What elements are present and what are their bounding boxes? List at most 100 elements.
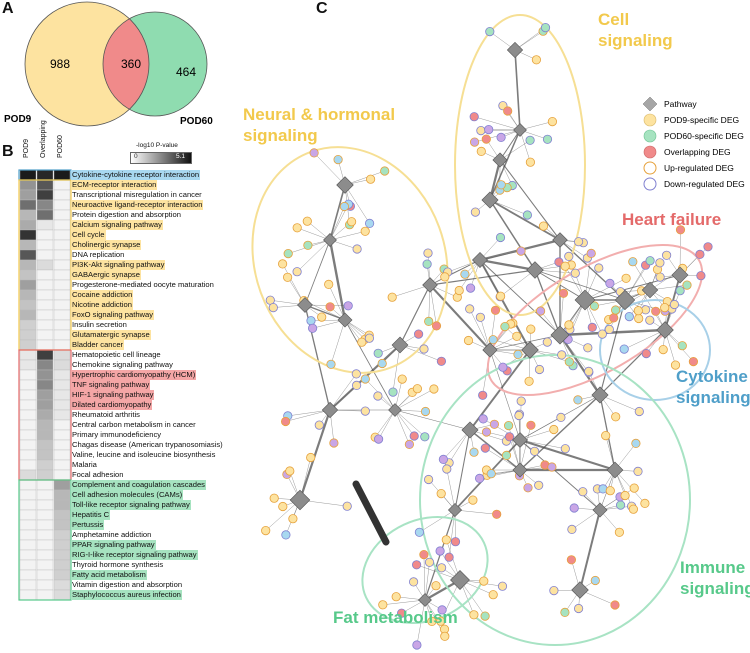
heatmap-row-label: Calcium signaling pathway <box>71 220 163 230</box>
heatmap-cell <box>36 199 54 211</box>
gene-node <box>566 555 577 565</box>
heatmap-row-label: Cell adhesion molecules (CAMs) <box>71 490 184 500</box>
gene-node <box>391 592 401 602</box>
gene-node <box>419 549 429 560</box>
heatmap-cell <box>19 409 37 421</box>
heatmap-row-label: Malaria <box>72 460 97 469</box>
gene-node <box>590 575 600 586</box>
heatmap-cell <box>19 319 37 331</box>
heatmap-cell <box>19 429 37 441</box>
gene-node <box>522 210 533 220</box>
heatmap-cell <box>36 529 54 541</box>
heatmap-cell <box>36 279 54 291</box>
heatmap-cell <box>53 229 71 241</box>
heatmap-cell <box>19 219 37 231</box>
network-edge <box>429 284 491 351</box>
heatmap-cell <box>36 209 54 221</box>
gene-node <box>357 337 367 347</box>
gene-node <box>278 501 288 512</box>
gene-node <box>333 155 343 165</box>
network-edge <box>474 116 521 131</box>
gene-node <box>302 216 312 226</box>
cluster-label-immune-1: Immune <box>680 558 745 577</box>
gene-node <box>488 590 498 600</box>
heatmap-row-label: Valine, leucine and isoleucine biosynthe… <box>72 450 216 459</box>
network-edge <box>579 509 601 591</box>
gene-node <box>628 504 639 514</box>
pathway-network: Cell signaling Neural & hormonal signali… <box>243 10 750 650</box>
gene-node <box>373 391 383 401</box>
pathway-node <box>391 336 409 354</box>
gene-node <box>441 535 451 545</box>
thick-edge <box>352 480 390 546</box>
network-edge <box>329 385 357 411</box>
gene-node <box>480 611 490 621</box>
gene-node <box>660 302 670 313</box>
pathway-node <box>526 261 544 279</box>
gene-node <box>488 335 498 345</box>
legend-pathway-icon <box>642 96 658 112</box>
heatmap-cell <box>19 439 37 451</box>
heatmap-cell <box>36 219 54 231</box>
gene-node <box>610 305 621 315</box>
gene-node <box>281 530 291 540</box>
heatmap-cell <box>36 269 54 281</box>
network-edge <box>344 319 396 411</box>
network-edge <box>344 170 385 186</box>
pathway-node <box>641 281 659 299</box>
heatmap-cell <box>53 239 71 251</box>
gene-node <box>628 257 638 267</box>
heatmap-cell <box>36 549 54 561</box>
pathway-node <box>671 266 689 284</box>
pathway-node <box>337 312 353 328</box>
network-edge <box>584 278 627 301</box>
gene-node <box>490 305 501 315</box>
cluster-label-cell-signaling-1: Cell <box>598 10 629 29</box>
network-edge <box>599 394 640 412</box>
pathway-node <box>606 461 624 479</box>
gene-node <box>326 359 336 369</box>
network-edge <box>382 599 426 606</box>
gene-node <box>529 446 540 456</box>
gene-node <box>611 412 621 422</box>
heatmap-cell <box>36 369 54 381</box>
heatmap-cell <box>19 529 37 541</box>
heatmap-cell <box>36 479 54 491</box>
heatmap-cell <box>36 569 54 581</box>
gene-node <box>360 226 370 236</box>
gene-node <box>614 527 625 537</box>
legend-down-label: Down-regulated DEG <box>664 179 745 189</box>
pathway-node <box>513 123 527 137</box>
gene-node <box>513 349 523 359</box>
gene-node <box>486 469 496 479</box>
network-edge <box>469 308 491 351</box>
heatmap-cell <box>53 479 71 491</box>
gene-node <box>641 348 651 359</box>
gene-node <box>578 487 588 497</box>
gene-node <box>516 396 526 406</box>
network-edge <box>519 439 616 471</box>
cluster-label-heart-failure: Heart failure <box>622 210 721 229</box>
gene-node <box>285 466 295 476</box>
gene-node <box>621 273 631 283</box>
heatmap-row-label: Fatty acid metabolism <box>71 570 147 580</box>
gene-node <box>645 315 655 325</box>
heatmap-row-label: DNA replication <box>72 250 125 259</box>
cluster-label-neural-1: Neural & hormonal <box>243 105 395 124</box>
gene-node <box>373 348 383 358</box>
heatmap-row-label: Primary immunodeficiency <box>72 430 162 439</box>
heatmap-row-label: GABAergic synapse <box>71 270 141 280</box>
gene-node <box>470 207 480 217</box>
gene-node <box>469 137 480 147</box>
heatmap-cell <box>19 199 37 211</box>
gene-node <box>495 291 506 301</box>
gene-node <box>465 304 475 314</box>
network-edge <box>485 447 521 471</box>
gene-node <box>342 501 352 511</box>
pathway-node <box>552 232 568 248</box>
gene-node <box>564 251 574 261</box>
gene-node <box>431 321 442 331</box>
heatmap-cell <box>36 239 54 251</box>
network-edge <box>392 284 431 298</box>
pathway-node <box>321 401 339 419</box>
